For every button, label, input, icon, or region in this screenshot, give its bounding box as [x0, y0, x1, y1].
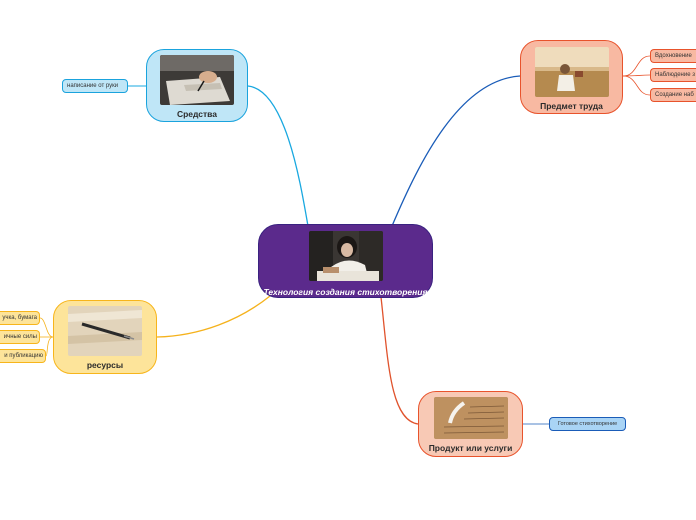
- tools-node[interactable]: Средства: [146, 49, 248, 122]
- resources-node[interactable]: ресурсы: [53, 300, 157, 374]
- product-label: Продукт или услуги: [428, 443, 513, 453]
- resources-leaf-2[interactable]: ичные силы: [0, 330, 40, 344]
- connector-resources-leaf-1: [39, 317, 54, 338]
- tools-label: Средства: [176, 109, 218, 119]
- subject-label: Предмет труда: [540, 101, 603, 111]
- pen-on-paper-photo: [68, 306, 142, 356]
- connector-product: [380, 296, 419, 425]
- subject-node[interactable]: Предмет труда: [520, 40, 623, 114]
- connector-resources: [156, 295, 271, 338]
- subject-leaf-1[interactable]: Вдохновение: [650, 49, 696, 63]
- connector-subject: [391, 75, 521, 227]
- resources-leaf-3[interactable]: и публикацию: [0, 349, 46, 363]
- central-label: Технология создания стихотворения: [263, 287, 428, 297]
- connector-resources-leaf-3: [45, 336, 54, 357]
- tools-leaf-1[interactable]: написание от руки: [62, 79, 128, 93]
- woman-writing-photo: [308, 231, 383, 281]
- connector-subject-leaf-1: [622, 55, 651, 77]
- girl-in-field-photo: [534, 47, 609, 97]
- writing-hand-photo: [160, 55, 234, 105]
- subject-leaf-3[interactable]: Создание наб: [650, 88, 696, 102]
- resources-label: ресурсы: [86, 360, 124, 370]
- central-node[interactable]: Технология создания стихотворения: [258, 224, 433, 298]
- connector-tools: [247, 85, 309, 227]
- product-node[interactable]: Продукт или услуги: [418, 391, 523, 457]
- connector-subject-leaf-3: [622, 75, 651, 96]
- resources-leaf-1[interactable]: учка, бумага: [0, 311, 40, 325]
- subject-leaf-2[interactable]: Наблюдение з: [650, 68, 696, 82]
- quill-manuscript-photo: [433, 397, 508, 439]
- product-leaf-1[interactable]: Готовое стихотворение: [549, 417, 626, 431]
